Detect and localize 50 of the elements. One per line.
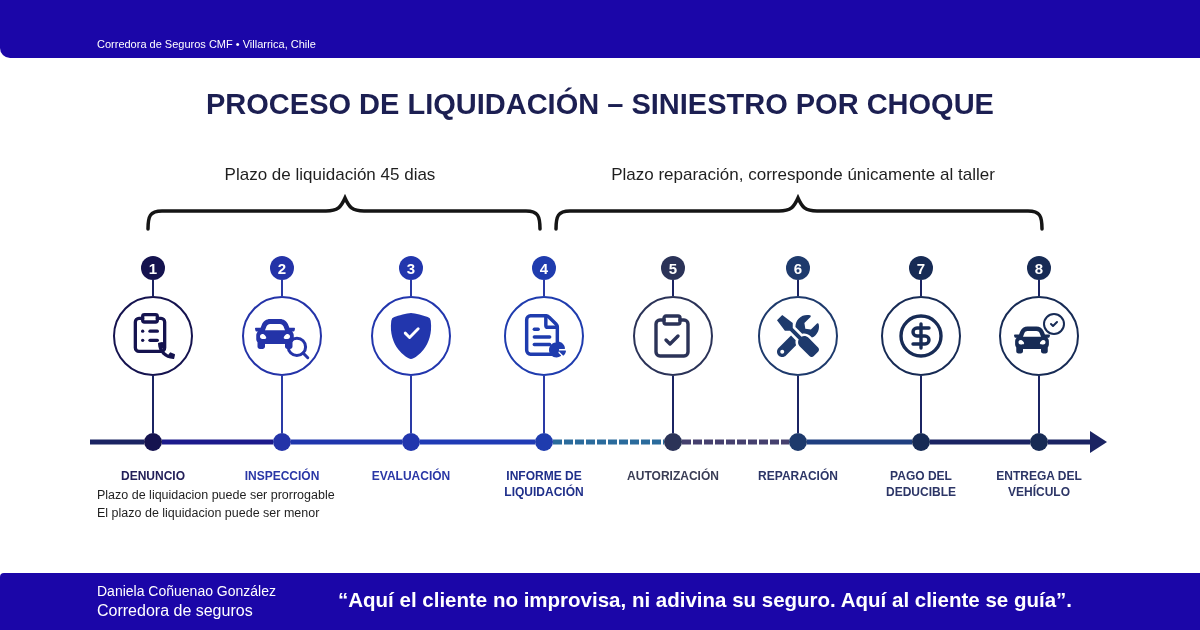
step-number-badge: 8 bbox=[1027, 256, 1051, 280]
step-label: ENTREGA DEL VEHÍCULO bbox=[995, 468, 1083, 500]
connector-line bbox=[1038, 279, 1040, 297]
timeline-line bbox=[420, 439, 535, 445]
timeline-line bbox=[682, 439, 789, 445]
connector-line bbox=[152, 375, 154, 434]
connector-line bbox=[410, 279, 412, 297]
step-number-badge: 3 bbox=[399, 256, 423, 280]
timeline-line bbox=[807, 439, 912, 445]
note-text: El plazo de liquidacion puede ser menor bbox=[97, 505, 320, 521]
connector-line bbox=[920, 375, 922, 434]
duration-label: Plazo reparación, corresponde únicamente al taller bbox=[610, 164, 996, 186]
connector-line bbox=[1038, 375, 1040, 434]
step-label: PAGO DEL DEDUCIBLE bbox=[885, 468, 957, 500]
timeline-line bbox=[90, 439, 144, 445]
connector-line bbox=[281, 375, 283, 434]
quote-text: “Aquí el cliente no improvisa, ni adivina su seguro. Aquí al cliente se guía”. bbox=[337, 587, 1073, 613]
step-number-badge: 2 bbox=[270, 256, 294, 280]
step-number-badge: 5 bbox=[661, 256, 685, 280]
step-label: INSPECCIÓN bbox=[243, 468, 321, 484]
step-label: INFORME DE LIQUIDACIÓN bbox=[503, 468, 585, 500]
connector-line bbox=[672, 279, 674, 297]
note-text: Plazo de liquidacion puede ser prorrogable bbox=[97, 487, 335, 503]
step-label: REPARACIÓN bbox=[757, 468, 839, 484]
connector-line bbox=[920, 279, 922, 297]
timeline-arrow bbox=[1048, 431, 1107, 453]
duration-label: Plazo de liquidación 45 dias bbox=[223, 164, 437, 186]
step-number-badge: 4 bbox=[532, 256, 556, 280]
step-label: DENUNCIO bbox=[120, 468, 186, 484]
diagram-title: PROCESO DE LIQUIDACIÓN – SINIESTRO POR CHOQUE bbox=[205, 86, 995, 122]
step-number-badge: 7 bbox=[909, 256, 933, 280]
connector-line bbox=[543, 375, 545, 434]
step-label: EVALUACIÓN bbox=[370, 468, 452, 484]
connector-line bbox=[543, 279, 545, 297]
connector-line bbox=[797, 279, 799, 297]
connector-line bbox=[410, 375, 412, 434]
header-subtitle: Corredora de Seguros CMF • Villarrica, Chile bbox=[97, 37, 316, 51]
timeline-line bbox=[162, 439, 273, 445]
author-name: Daniela Coñuenao González bbox=[97, 582, 276, 600]
connector-line bbox=[281, 279, 283, 297]
timeline-line bbox=[553, 439, 664, 445]
step-number-badge: 1 bbox=[141, 256, 165, 280]
timeline-line bbox=[291, 439, 402, 445]
connector-line bbox=[672, 375, 674, 434]
author-role: Corredora de seguros bbox=[97, 601, 253, 621]
step-label: AUTORIZACIÓN bbox=[626, 468, 720, 484]
step-number-badge: 6 bbox=[786, 256, 810, 280]
connector-line bbox=[797, 375, 799, 434]
connector-line bbox=[152, 279, 154, 297]
timeline-line bbox=[930, 439, 1030, 445]
